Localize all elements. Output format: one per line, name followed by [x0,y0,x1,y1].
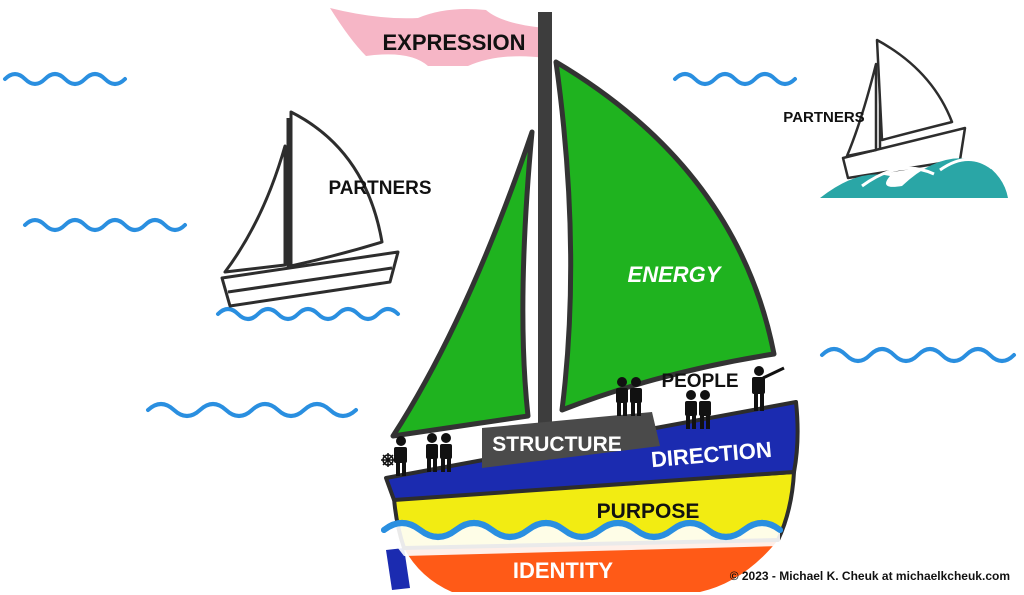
wave-line [3,72,127,86]
partner-left-hull-band [227,266,393,294]
person-icon [685,390,711,429]
ship-wheel-icon [381,453,395,467]
people-figures [381,366,785,476]
structure-cabin [482,412,660,468]
expression-flag [330,8,546,66]
partner-left-mainsail [289,110,384,268]
person-with-telescope-icon [752,366,785,411]
partner-right-mainsail [875,38,954,142]
energy-sail [553,59,777,413]
wave-line [673,72,797,86]
partner-right-wave-crest [861,158,993,188]
partners-label-left: PARTNERS [328,178,431,199]
rudder [386,548,410,590]
partner-right-wave [820,158,1008,198]
wave-line [23,218,187,232]
structure-label: STRUCTURE [492,433,622,456]
partner-boat-right [820,38,1008,198]
copyright-notice: © 2023 - Michael K. Cheuk at michaelkche… [729,569,1010,583]
partner-boat-left [220,110,400,308]
hull-water-wave-line [381,520,783,540]
partner-right-jib [845,62,878,158]
partner-left-jib [223,144,287,274]
partners-label-right: PARTNERS [783,109,864,126]
jib-sail [390,129,535,439]
main-mast [538,12,552,424]
person-icon [616,377,642,416]
expression-label: EXPRESSION [382,30,525,55]
purpose-label: PURPOSE [597,500,700,523]
main-boat [330,8,800,592]
person-icon [426,433,452,472]
wave-line [820,347,1016,363]
wave-line [216,307,400,321]
background-waves [3,72,1016,418]
identity-label: IDENTITY [513,558,614,583]
person-icon [394,436,407,476]
people-label: PEOPLE [661,371,738,392]
wave-line [146,402,358,418]
energy-label: ENERGY [628,262,723,287]
